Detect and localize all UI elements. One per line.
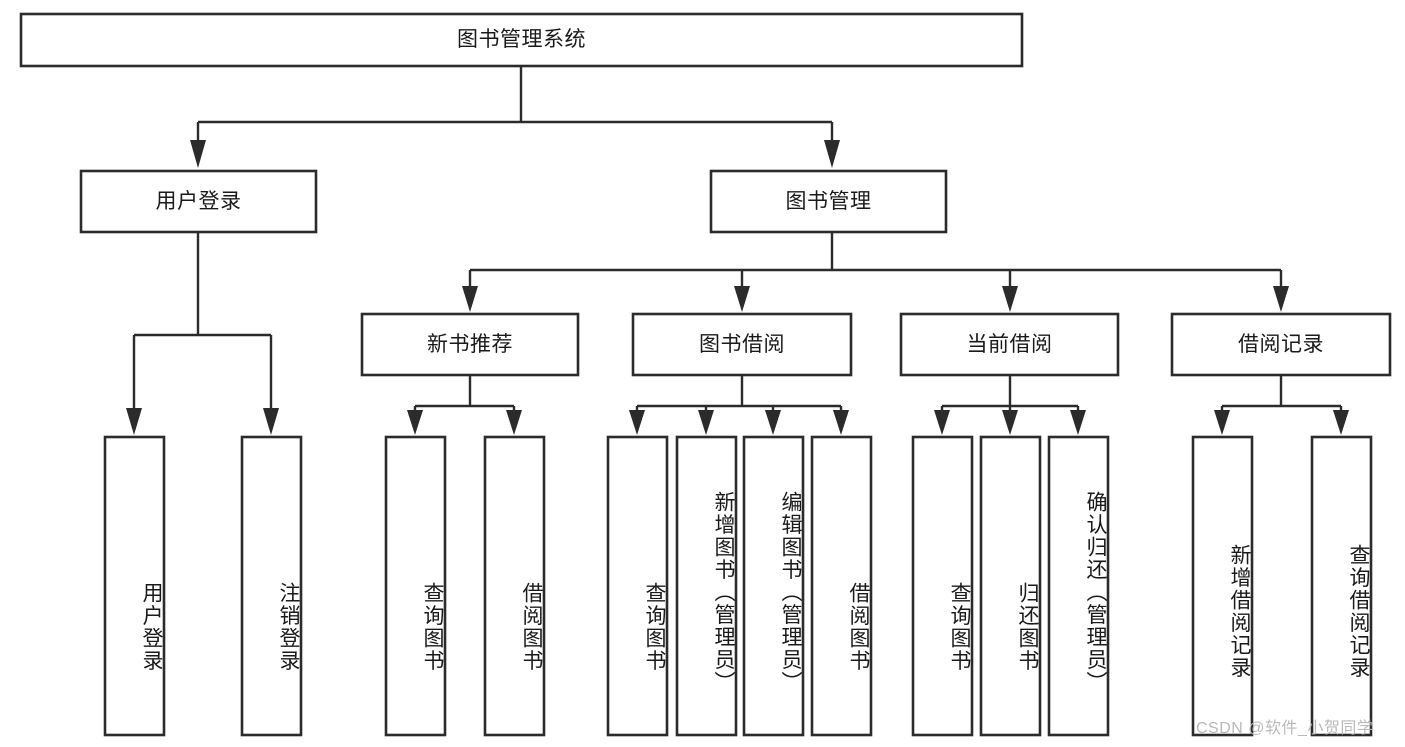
arrow-head-leaf-query-book-3 xyxy=(934,410,950,435)
node-box-leaf-edit-book[interactable] xyxy=(742,435,805,737)
node-box-leaf-query-book-1[interactable] xyxy=(384,435,447,737)
arrow-head-current-borrow xyxy=(1002,286,1018,312)
node-box-user-login[interactable] xyxy=(79,169,318,234)
arrow-head-book-borrow xyxy=(734,286,750,312)
arrow-head-leaf-query-record xyxy=(1333,410,1349,435)
arrow-head-leaf-add-book xyxy=(698,410,714,435)
node-box-leaf-logout[interactable] xyxy=(240,435,303,737)
arrow-head-leaf-borrow-book-1 xyxy=(506,410,522,435)
node-box-leaf-query-record[interactable] xyxy=(1310,435,1373,737)
node-box-leaf-return-book[interactable] xyxy=(979,435,1042,737)
arrow-head-leaf-query-book-2 xyxy=(629,410,645,435)
node-box-leaf-add-record[interactable] xyxy=(1191,435,1254,737)
node-box-leaf-user-login[interactable] xyxy=(103,435,166,737)
node-box-leaf-add-book[interactable] xyxy=(675,435,738,737)
arrow-head-leaf-edit-book xyxy=(765,410,781,435)
node-box-root[interactable] xyxy=(19,12,1024,68)
node-box-book-borrow[interactable] xyxy=(631,312,853,377)
connector-layer xyxy=(126,66,1349,435)
node-box-leaf-borrow-book-1[interactable] xyxy=(483,435,546,737)
node-box-current-borrow[interactable] xyxy=(899,312,1120,377)
arrow-head-leaf-logout xyxy=(263,408,279,435)
node-box-borrow-record[interactable] xyxy=(1170,312,1392,377)
node-box-leaf-query-book-2[interactable] xyxy=(606,435,669,737)
node-box-leaf-query-book-3[interactable] xyxy=(911,435,974,737)
arrow-head-leaf-user-login xyxy=(126,408,142,435)
arrow-head-leaf-return-book xyxy=(1002,410,1018,435)
node-box-leaf-confirm-return[interactable] xyxy=(1047,435,1110,737)
arrow-head-leaf-add-record xyxy=(1214,410,1230,435)
arrow-head-borrow-record xyxy=(1273,286,1289,312)
node-box-book-manage[interactable] xyxy=(709,169,948,234)
arrow-head-bookmanage xyxy=(824,140,840,168)
arrow-head-leaf-query-book-1 xyxy=(407,410,423,435)
node-box-leaf-borrow-book-2[interactable] xyxy=(810,435,873,737)
arrow-head-leaf-borrow-book-2 xyxy=(833,410,849,435)
arrow-head-userlogin xyxy=(190,140,206,168)
node-box-layer xyxy=(19,12,1392,737)
arrow-head-leaf-confirm-return xyxy=(1070,410,1086,435)
arrow-head-new-book-rec xyxy=(462,286,478,312)
node-box-new-book-rec[interactable] xyxy=(360,312,580,377)
